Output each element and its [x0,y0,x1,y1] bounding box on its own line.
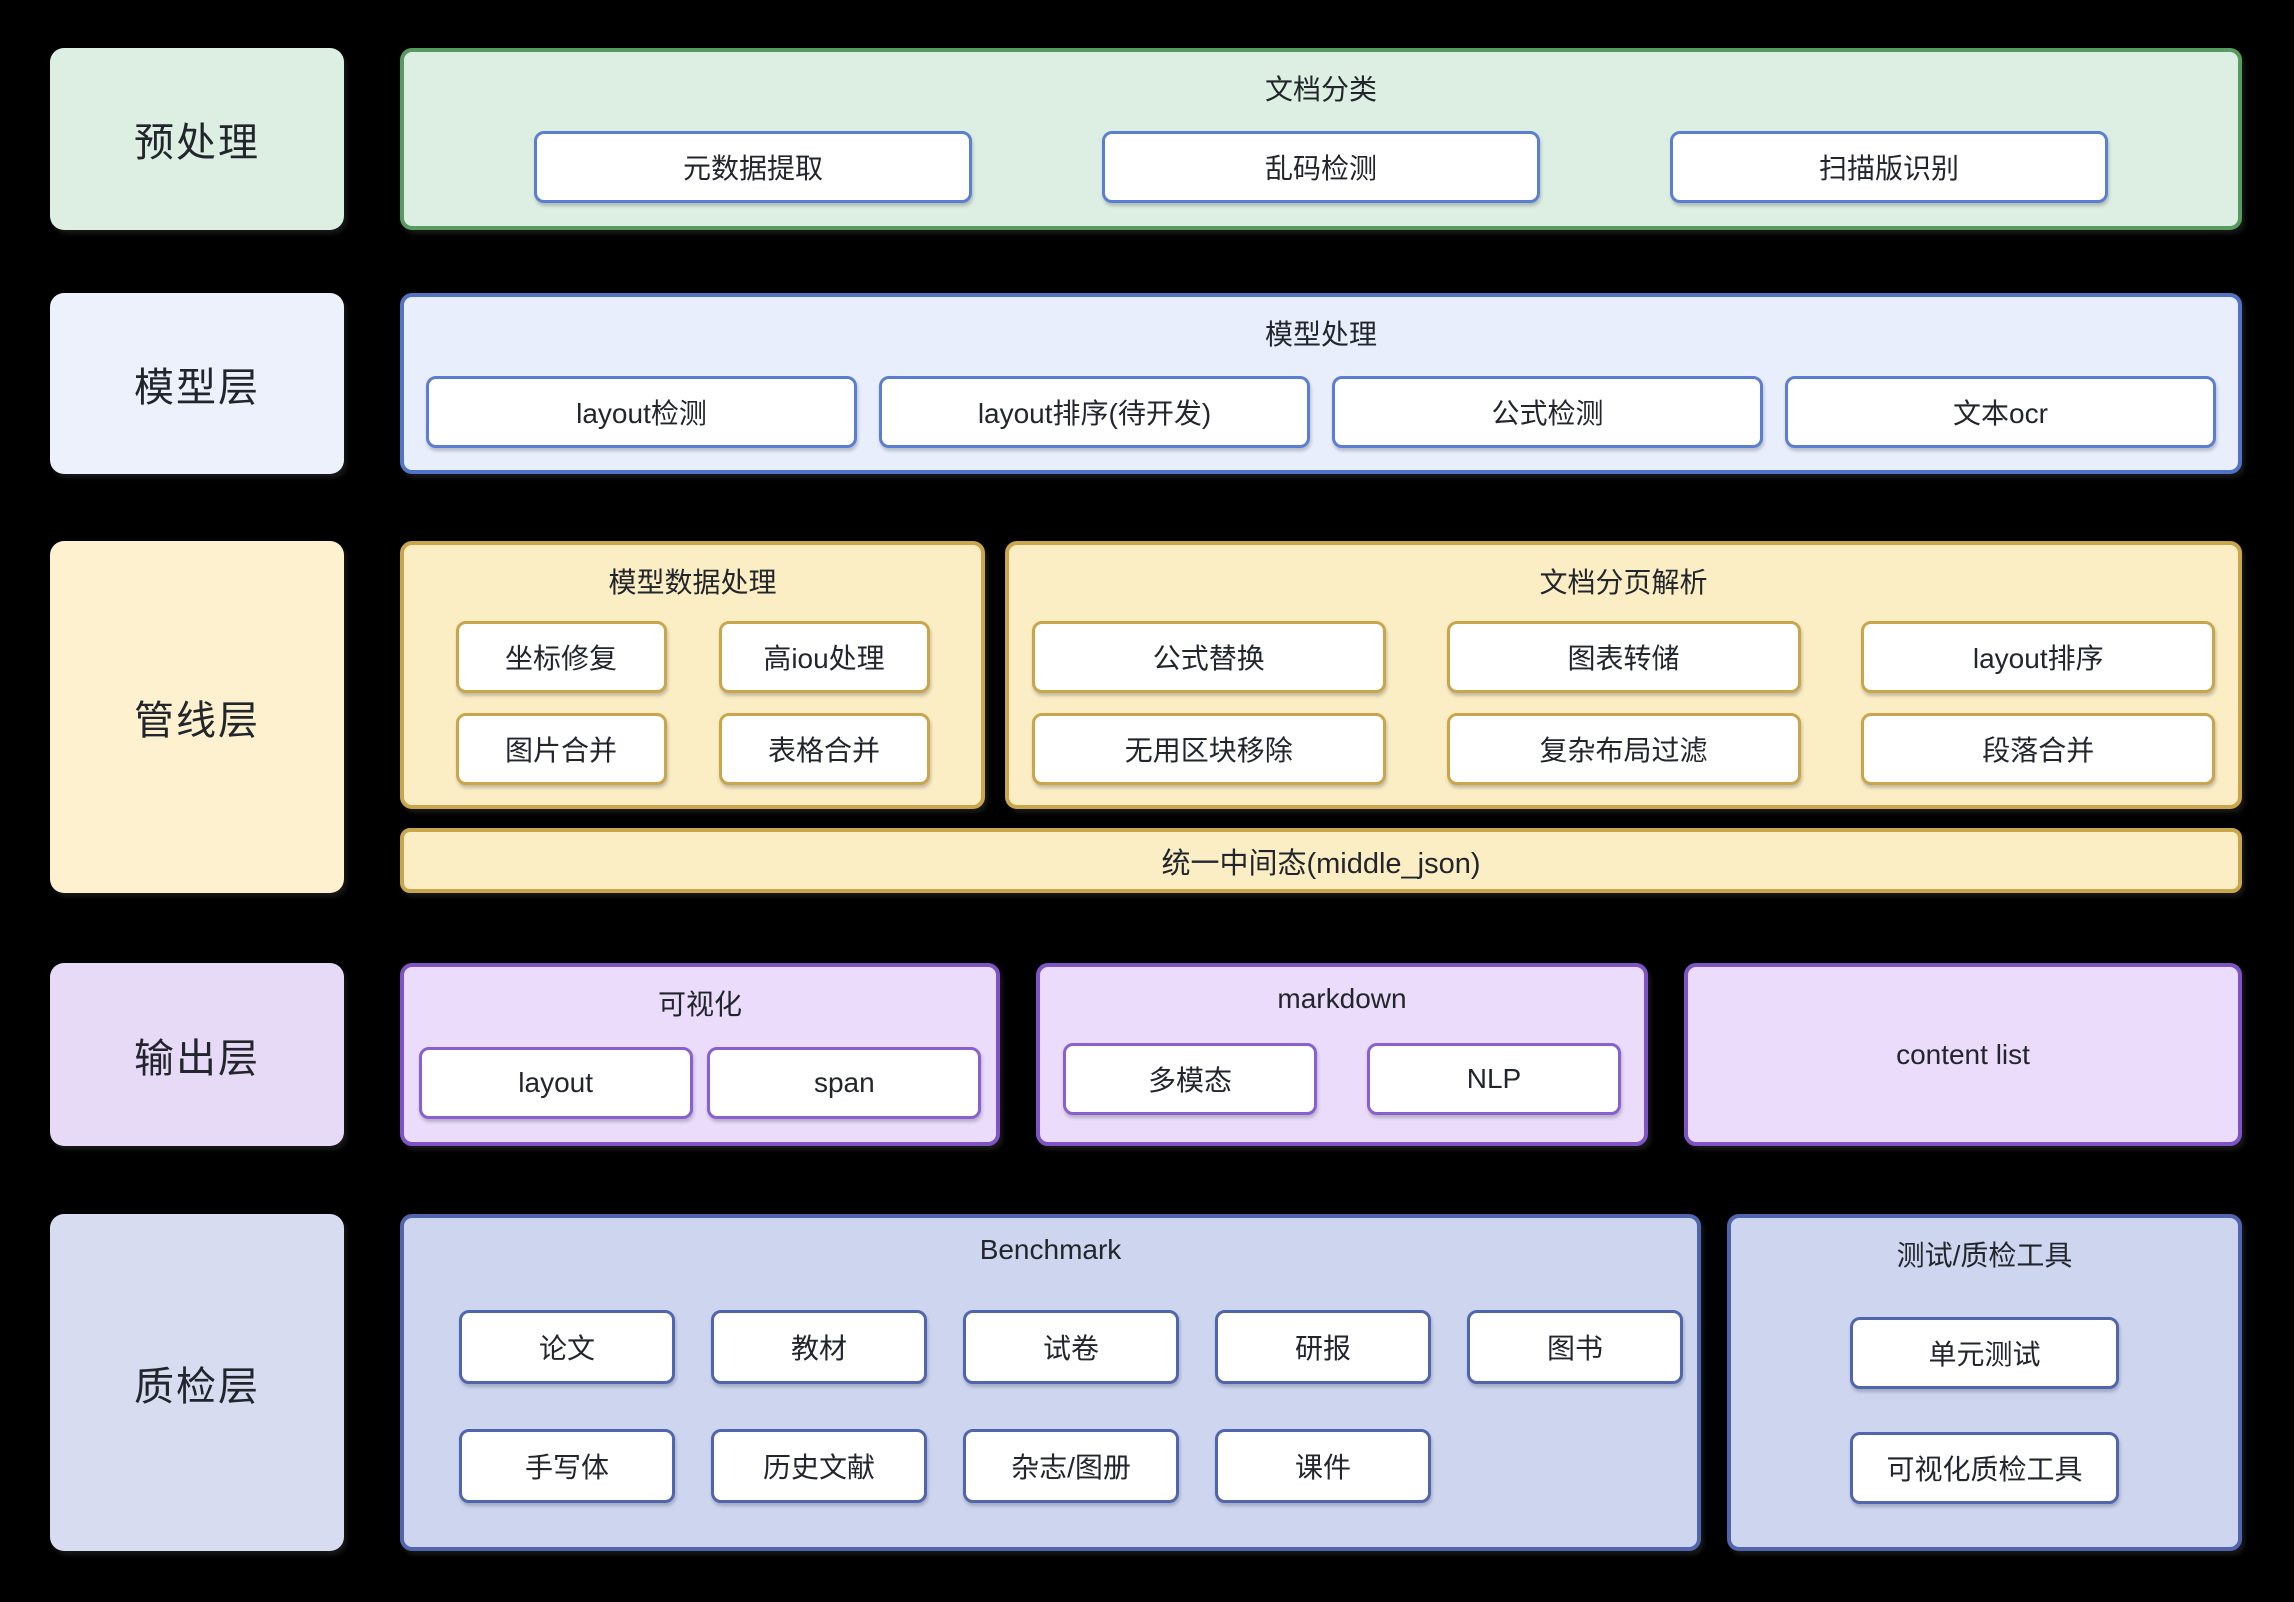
layer-label-model: 模型层 [50,293,344,474]
diagram-node: 杂志/图册 [963,1428,1179,1503]
group-title: content list [1896,1038,2030,1070]
diagram-node: 段落合并 [1861,713,2216,785]
diagram-node: 元数据提取 [534,131,972,203]
diagram-node: 论文 [459,1310,675,1385]
group-title: 测试/质检工具 [1896,1240,2073,1271]
group-title: 模型数据处理 [608,567,777,598]
layer-label-qa: 质检层 [50,1214,344,1551]
group-content-list: content list [1684,963,2242,1146]
diagram-node: 图片合并 [455,713,667,785]
group-title: markdown [1277,983,1407,1014]
diagram-node: 坐标修复 [455,621,667,693]
group-title: Benchmark [979,1234,1122,1265]
diagram-node: 手写体 [459,1428,675,1503]
layer-row-pipeline: 管线层 模型数据处理 坐标修复 高iou处理 图片合并 表格合并 [50,541,2242,893]
diagram-node: 表格合并 [718,713,930,785]
group-title: 文档分类 [1264,74,1377,105]
group-doc-page-parsing: 文档分页解析 公式替换 图表转储 layout排序 无用区块移除 复杂布局过滤 … [1005,541,2242,809]
diagram-node: 历史文献 [711,1428,927,1503]
diagram-node: 试卷 [963,1310,1179,1385]
diagram-node: 图书 [1467,1310,1683,1385]
diagram-node: layout排序 [1861,621,2216,693]
diagram-node: 图表转储 [1446,621,1801,693]
diagram-node: 研报 [1215,1310,1431,1385]
group-doc-classification: 文档分类 元数据提取 乱码检测 扫描版识别 [400,48,2242,230]
layer-row-qa: 质检层 Benchmark 论文 教材 试卷 研报 图书 手写体 历史文献 杂志… [50,1214,2242,1551]
group-benchmark: Benchmark 论文 教材 试卷 研报 图书 手写体 历史文献 杂志/图册 … [400,1214,1701,1551]
group-title: 文档分页解析 [1539,567,1708,598]
diagram-node: layout检测 [426,375,857,448]
diagram-node: 扫描版识别 [1670,131,2108,203]
group-test-qa-tools: 测试/质检工具 单元测试 可视化质检工具 [1727,1214,2242,1551]
diagram-node: layout [418,1046,693,1119]
diagram-node: 公式检测 [1332,375,1763,448]
group-title: 模型处理 [1264,319,1377,350]
diagram-node: 多模态 [1063,1042,1317,1115]
layer-row-output: 输出层 可视化 layout span markdown 多模态 NLP [50,963,2242,1146]
layer-row-model: 模型层 模型处理 layout检测 layout排序(待开发) 公式检测 文本o… [50,293,2242,474]
middle-json-bar: 统一中间态(middle_json) [400,828,2242,893]
layer-label-pipeline: 管线层 [50,541,344,893]
layer-label-preprocess: 预处理 [50,48,344,230]
diagram-node: 无用区块移除 [1031,713,1386,785]
diagram-node: 课件 [1215,1428,1431,1503]
layer-label-output: 输出层 [50,963,344,1146]
diagram-node: 可视化质检工具 [1850,1432,2119,1504]
group-model-data-processing: 模型数据处理 坐标修复 高iou处理 图片合并 表格合并 [400,541,985,809]
group-model-processing: 模型处理 layout检测 layout排序(待开发) 公式检测 文本ocr [400,293,2242,474]
diagram-node: 公式替换 [1031,621,1386,693]
diagram-node: NLP [1367,1042,1621,1115]
group-markdown: markdown 多模态 NLP [1036,963,1648,1146]
layer-row-preprocess: 预处理 文档分类 元数据提取 乱码检测 扫描版识别 [50,48,2242,230]
diagram-node: 乱码检测 [1102,131,1540,203]
diagram-node: 高iou处理 [718,621,930,693]
diagram-node: layout排序(待开发) [879,375,1310,448]
group-title: 可视化 [657,989,742,1020]
diagram-node: 复杂布局过滤 [1446,713,1801,785]
diagram-node: 教材 [711,1310,927,1385]
diagram-node: 文本ocr [1785,375,2216,448]
group-visualization: 可视化 layout span [400,963,1000,1146]
diagram-node: 单元测试 [1850,1317,2119,1389]
diagram-node: span [707,1046,982,1119]
